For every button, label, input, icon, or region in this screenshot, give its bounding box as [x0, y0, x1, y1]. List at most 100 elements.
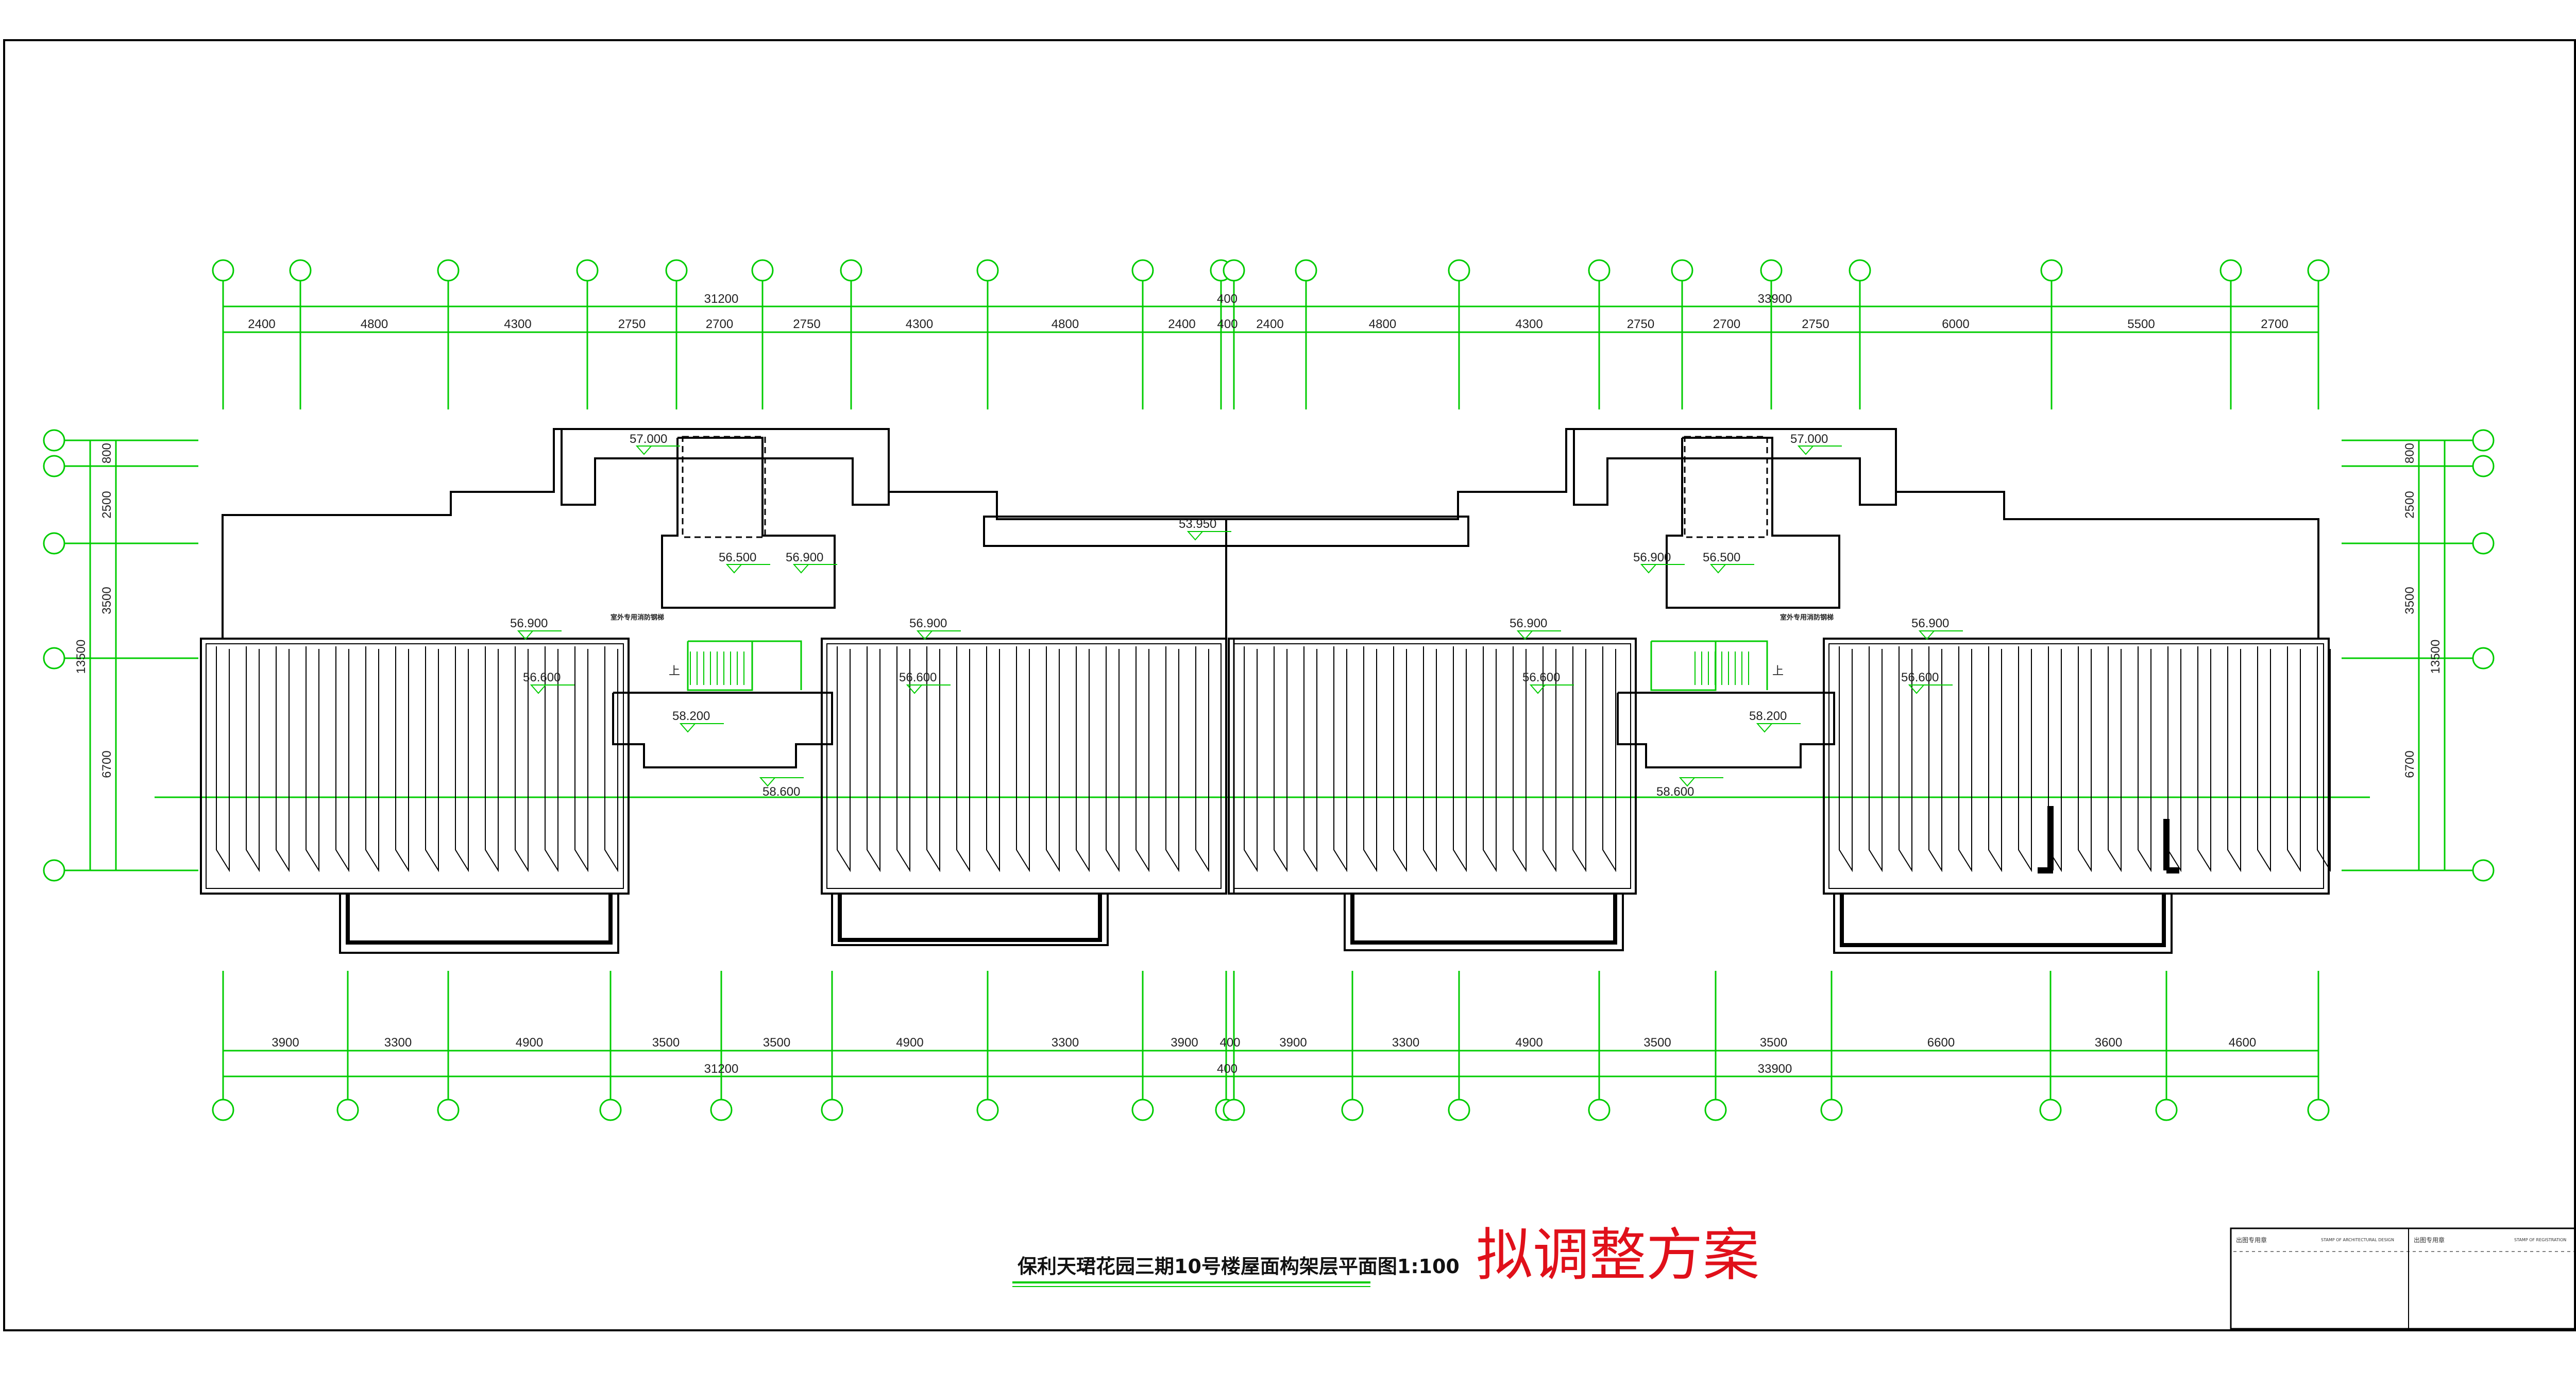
dim-bottom-segment: 4900 [1515, 1036, 1543, 1050]
dim-top-segment: 2700 [1713, 317, 1740, 331]
level-label-e-bay2: 56.600 [899, 671, 937, 684]
roof-pitch-strip [1423, 646, 1437, 872]
roof-pitch-strip [956, 646, 970, 872]
level-label-d-bay2: 56.900 [909, 616, 947, 630]
dim-right-segment: 3500 [2403, 587, 2417, 614]
roof-pitch-strip [1928, 646, 1942, 872]
axis-bubble-top [212, 259, 234, 282]
axis-bubble-bottom [1448, 1099, 1470, 1121]
axis-bubble-top [2307, 259, 2330, 282]
axis-bubble-right [2472, 429, 2495, 452]
level-triangle [1797, 445, 1815, 455]
roof-pitch-strip [2257, 646, 2271, 872]
axis-bubble-bottom [976, 1099, 999, 1121]
roof-pitch-strip [1274, 646, 1287, 872]
dim-bottom-segment: 4900 [896, 1036, 923, 1050]
drawing-frame [3, 39, 2576, 1331]
axis-bubble-bottom [821, 1099, 843, 1121]
stair-left [687, 640, 802, 691]
balcony-4 [1833, 894, 2173, 954]
roof-pitch-strip [1869, 646, 1883, 872]
roof-pitch-strip [1453, 646, 1467, 872]
stair-treads [690, 652, 1749, 685]
dim-left-segment: 3500 [100, 587, 114, 614]
level-label-g-left: 58.600 [762, 785, 800, 799]
axis-bubble-top [976, 259, 999, 282]
roof-pitch-strip [515, 646, 529, 872]
axis-bubble-right [2472, 859, 2495, 882]
slab-left [612, 692, 833, 768]
dim-top-segment: 4800 [1369, 317, 1396, 331]
roof-pitch-strip [1046, 646, 1060, 872]
level-label-g-right: 58.600 [1656, 785, 1694, 799]
stair-note-right: 室外专用消防钢梯 [1780, 613, 1834, 621]
shaft-left-dash [682, 436, 766, 538]
dim-top-segment: 2750 [618, 317, 646, 331]
roof-pitch-strip [246, 646, 260, 872]
roof-pitch-strip [867, 646, 880, 872]
roof-pitch-strip [1839, 646, 1853, 872]
level-triangle [792, 564, 810, 574]
dim-right-segment: 800 [2403, 443, 2417, 464]
stamp-right-sub: STAMP OF REGISTRATION [2514, 1238, 2566, 1242]
dim-top-segment: 2700 [2261, 317, 2288, 331]
axis-bubble-top [1588, 259, 1611, 282]
roof-bay-2-inner [826, 643, 1222, 889]
dim-top-segment: 2400 [1256, 317, 1283, 331]
roof-pitch-strip [1363, 646, 1377, 872]
axis-bubble-bottom [599, 1099, 622, 1121]
axis-bubble-bottom [336, 1099, 359, 1121]
balcony-1-thick [346, 894, 613, 945]
level-triangle [635, 445, 653, 455]
axis-bubble-bottom [1588, 1099, 1611, 1121]
dim-top-segment: 2700 [706, 317, 733, 331]
dim-bottom-segment: 400 [1219, 1036, 1240, 1050]
axis-bubble-bottom [2155, 1099, 2178, 1121]
axis-bubble-left [43, 647, 65, 670]
dim-bottom-segment: 3500 [1643, 1036, 1671, 1050]
roof-pitch-strip [1333, 646, 1347, 872]
dim-top-total-left: 31200 [704, 292, 739, 306]
building-outline [200, 428, 2330, 954]
level-triangle [679, 723, 697, 733]
axis-bubble-right [2472, 532, 2495, 555]
axis-bubble-right [2472, 455, 2495, 477]
axis-bubble-bottom [1131, 1099, 1154, 1121]
roof-pitch-strip [1393, 646, 1407, 872]
axis-bubble-top [665, 259, 688, 282]
dim-top-mid: 400 [1217, 292, 1238, 306]
dim-bottom-total-right: 33900 [1758, 1062, 1792, 1076]
shaft-right-dash [1684, 436, 1768, 538]
roof-bay-4 [1823, 638, 2330, 895]
roof-pitch-strip [1076, 646, 1090, 872]
roof-pitch-strip [1483, 646, 1497, 872]
stair-right [1650, 640, 1768, 691]
level-triangle [1756, 723, 1773, 733]
level-triangle [1640, 564, 1657, 574]
axis-bubble-left [43, 859, 65, 882]
dim-left-segment: 800 [100, 443, 114, 464]
axis-bubble-bottom [212, 1099, 234, 1121]
dim-top-segment: 4800 [1052, 317, 1079, 331]
axis-bubble-top [1295, 259, 1317, 282]
dim-top-segment: 5500 [2127, 317, 2155, 331]
roof-pitch-strip [1136, 646, 1149, 872]
roof-pitch-strip [2138, 646, 2151, 872]
axis-bubble-bottom [2307, 1099, 2330, 1121]
level-triangle [725, 564, 743, 574]
roof-pitch-strip [574, 646, 588, 872]
dim-bottom-segment: 3900 [1171, 1036, 1198, 1050]
roof-pitch-strip [1543, 646, 1556, 872]
dim-top-segment: 2750 [793, 317, 820, 331]
dim-left-segment: 2500 [100, 491, 114, 518]
roof-pitch-strip [335, 646, 349, 872]
dim-top-segment: 4300 [906, 317, 933, 331]
axis-bubble-top [1671, 259, 1693, 282]
dim-top-segment: 400 [1217, 317, 1238, 331]
roof-pitch-strip [2227, 646, 2241, 872]
axis-bubble-top [437, 259, 460, 282]
axis-bubble-top [1223, 259, 1245, 282]
roof-pitch-strip [2108, 646, 2122, 872]
roof-pitch-strip [1602, 646, 1616, 872]
level-label-a-right: 57.000 [1790, 432, 1828, 446]
